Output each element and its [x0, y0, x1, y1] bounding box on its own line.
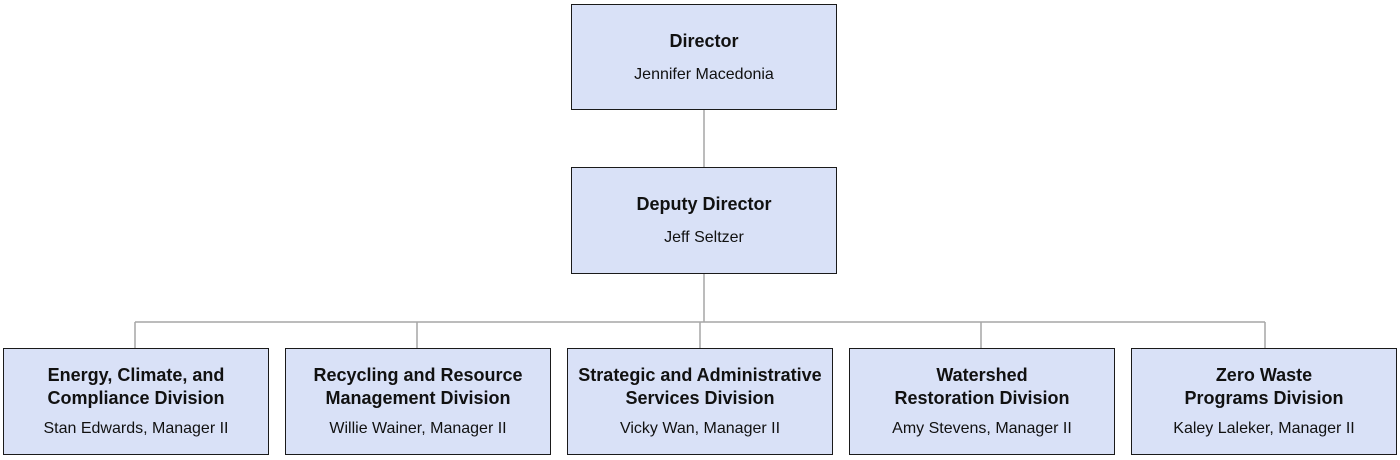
division-box-strategic-admin: Strategic and Administrative Services Di… — [567, 348, 833, 455]
deputy-director-box: Deputy Director Jeff Seltzer — [571, 167, 837, 274]
division-title-line1: Recycling and Resource — [313, 365, 523, 385]
deputy-director-name: Jeff Seltzer — [664, 229, 744, 246]
division-manager: Amy Stevens, Manager II — [892, 420, 1072, 437]
division-box-watershed: Watershed Restoration Division Amy Steve… — [849, 348, 1115, 455]
division-title-line1: Strategic and Administrative — [578, 365, 822, 385]
division-manager: Stan Edwards, Manager II — [43, 420, 229, 437]
division-title-line1: Zero Waste — [1215, 365, 1313, 385]
division-manager: Vicky Wan, Manager II — [619, 420, 781, 437]
director-name: Jennifer Macedonia — [634, 65, 774, 83]
division-box-energy-climate: Energy, Climate, and Compliance Division… — [3, 348, 269, 455]
division-title-line2: Services Division — [625, 388, 775, 408]
deputy-director-title: Deputy Director — [636, 194, 772, 214]
director-title: Director — [669, 30, 739, 51]
director-box: Director Jennifer Macedonia — [571, 4, 837, 110]
division-title-line2: Restoration Division — [894, 388, 1070, 408]
division-title-line1: Energy, Climate, and — [47, 365, 225, 385]
division-title-line2: Programs Division — [1184, 388, 1344, 408]
division-manager: Willie Wainer, Manager II — [329, 420, 507, 437]
division-title-line2: Compliance Division — [47, 388, 225, 408]
division-title-line1: Watershed — [936, 365, 1028, 385]
division-title-line2: Management Division — [325, 388, 511, 408]
division-box-zero-waste: Zero Waste Programs Division Kaley Lalek… — [1131, 348, 1397, 455]
division-manager: Kaley Laleker, Manager II — [1173, 420, 1355, 437]
division-box-recycling: Recycling and Resource Management Divisi… — [285, 348, 551, 455]
